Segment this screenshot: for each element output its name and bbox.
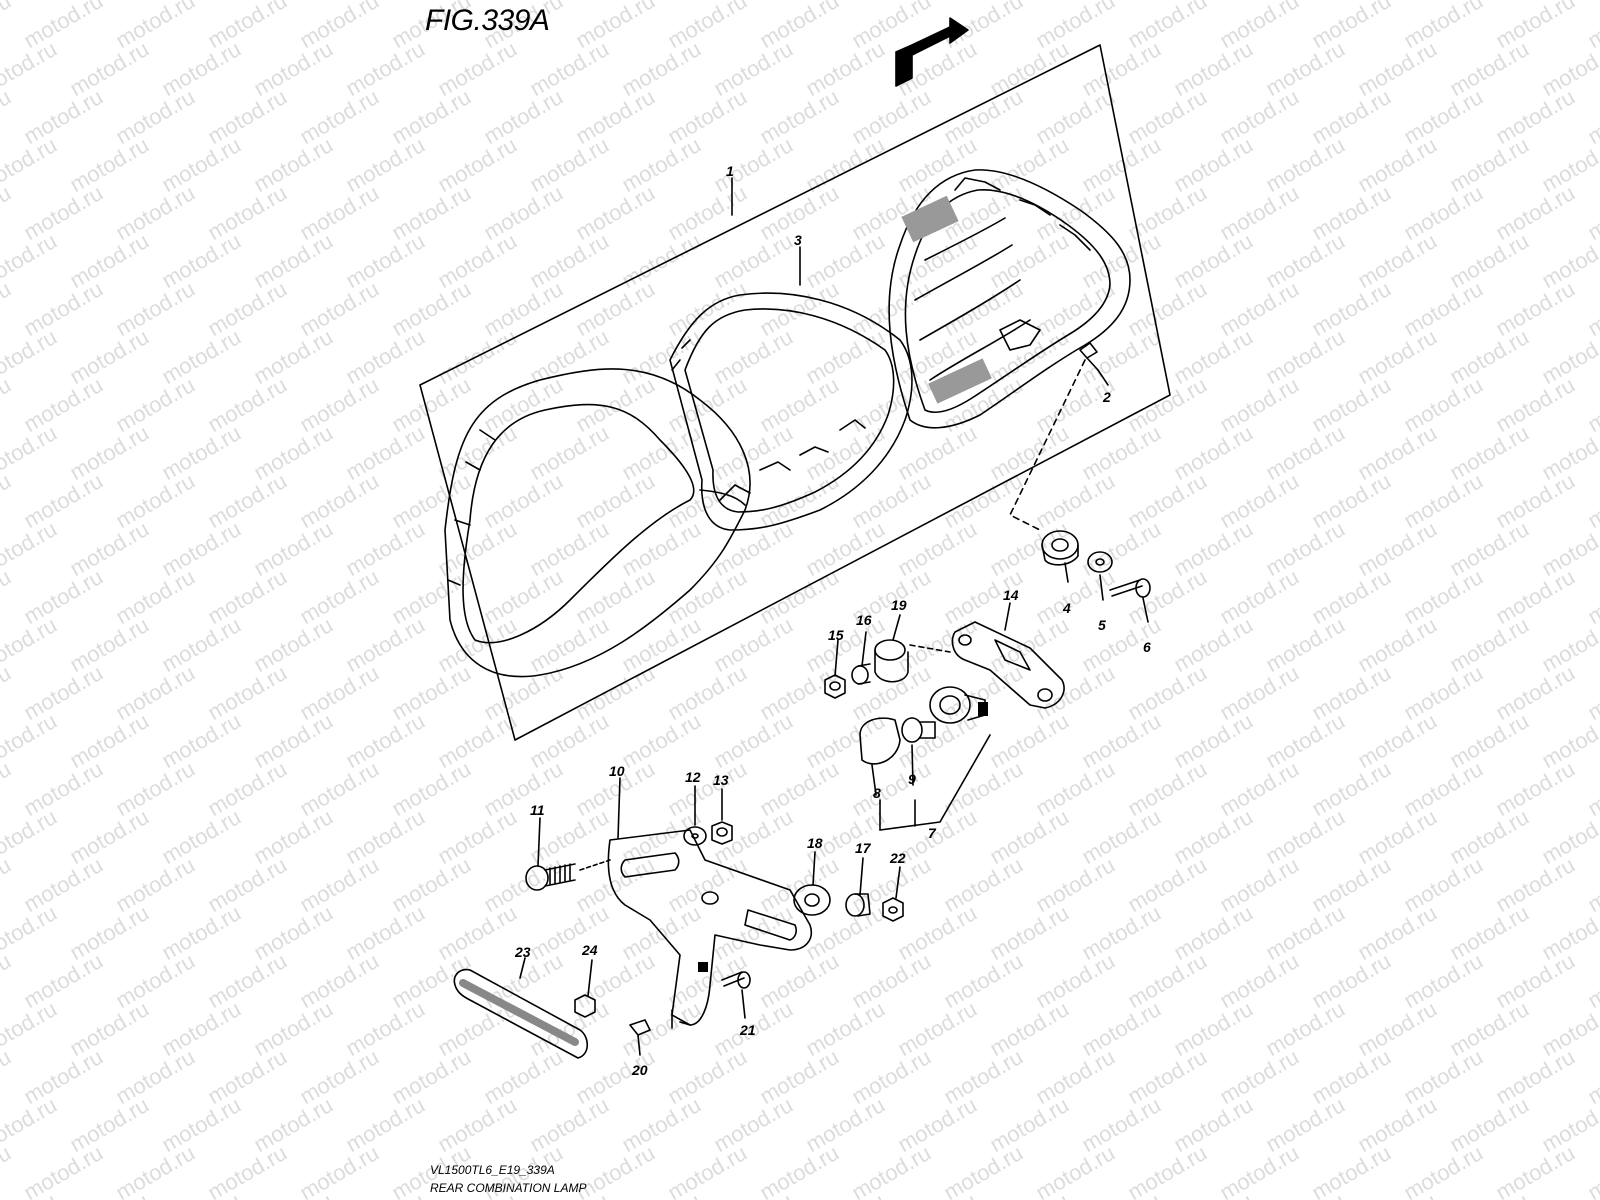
part-label-17b: 17	[855, 840, 872, 856]
license-bracket-part-10	[607, 829, 812, 1029]
assembly-outline	[419, 44, 1171, 741]
part-label-17: 19	[891, 597, 907, 613]
clip-part-20	[629, 1019, 651, 1036]
screw-part-21	[721, 971, 751, 989]
washer-part-12	[683, 826, 707, 846]
fwd-badge	[895, 17, 969, 87]
screw-part-2	[1079, 342, 1099, 371]
part-label-16: 16	[856, 612, 872, 628]
nut-part-24	[574, 994, 596, 1018]
part-label-8: 8	[873, 785, 881, 801]
lamp-lens	[888, 169, 1131, 429]
assembly-name-caption: REAR COMBINATION LAMP	[430, 1181, 587, 1195]
socket-part-7	[929, 686, 988, 724]
figure-title: FIG.339A	[425, 4, 550, 37]
part-label-15: 15	[828, 627, 844, 643]
grommet-part-18	[793, 884, 831, 916]
part-label-20: 20	[631, 1062, 648, 1078]
nut-part-13	[711, 821, 733, 845]
bulb-part-9	[901, 717, 936, 743]
part-label-23: 23	[514, 944, 531, 960]
cushion-part-4	[1041, 530, 1079, 566]
part-label-21: 21	[739, 1022, 756, 1038]
part-label-11: 11	[530, 802, 545, 818]
part-label-6: 6	[1143, 639, 1151, 655]
washer-part-5	[1087, 551, 1113, 573]
part-label-12: 12	[685, 769, 701, 785]
screw-part-6	[1109, 578, 1151, 598]
part-label-22: 22	[889, 850, 906, 866]
part-label-9: 9	[908, 771, 916, 787]
part-label-4: 4	[1062, 600, 1071, 616]
part-label-3: 3	[794, 232, 802, 248]
nut-part-22	[882, 897, 904, 922]
collar-part-17	[845, 893, 871, 917]
bracket-plate-part-14	[951, 621, 1065, 709]
part-label-24: 24	[581, 942, 598, 958]
grommet-part-19	[874, 639, 909, 683]
nut-part-15	[824, 674, 846, 699]
part-label-10: 10	[609, 763, 625, 779]
lamp-gasket-frame	[669, 292, 913, 531]
part-label-7: 7	[928, 825, 937, 841]
model-code-caption: VL1500TL6_E19_339A	[430, 1163, 555, 1177]
lamp-housing-ring	[444, 368, 751, 678]
bolt-part-11	[525, 859, 611, 891]
reflector-part-23	[453, 968, 589, 1059]
part-label-1: 1	[726, 163, 734, 179]
lens-cap-part-8	[859, 717, 901, 765]
part-label-5: 5	[1098, 617, 1106, 633]
part-label-18: 18	[807, 835, 823, 851]
collar-part-16	[851, 663, 871, 685]
part-label-2: 2	[1102, 389, 1111, 405]
part-label-14: 14	[1003, 587, 1019, 603]
part-label-13: 13	[713, 772, 729, 788]
